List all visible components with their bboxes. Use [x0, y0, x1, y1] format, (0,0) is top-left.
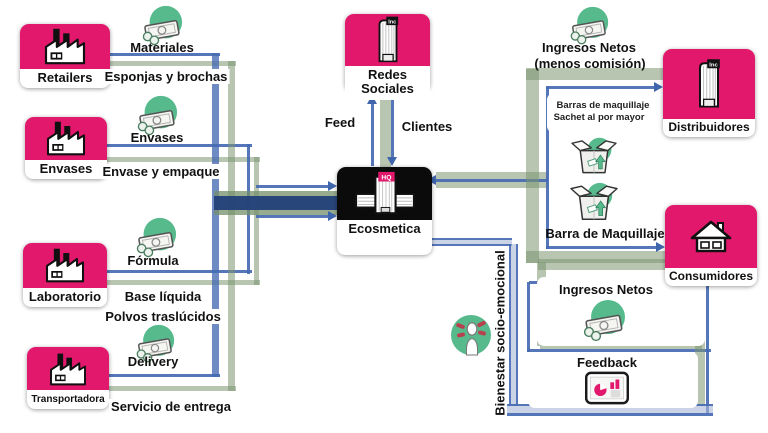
- flow-label-clientes: Clientes: [401, 119, 453, 134]
- line-segment: [228, 61, 235, 391]
- line-segment: [391, 97, 394, 159]
- line-segment: [695, 286, 705, 406]
- line-segment: [509, 244, 511, 406]
- flow-label-ingresos-netos: Ingresos Netos: [559, 282, 653, 297]
- money-icon: [133, 216, 179, 265]
- company-building-icon: Inc: [663, 49, 755, 119]
- node-retailers: Retailers: [20, 24, 110, 88]
- factory-icon: [25, 117, 107, 160]
- line-segment: [106, 386, 236, 391]
- line-segment: [507, 413, 713, 416]
- flow-label-esponjas: Esponjas y brochas: [102, 69, 230, 84]
- svg-text:Inc: Inc: [388, 19, 396, 25]
- node-label: Retailers: [20, 68, 110, 88]
- line-segment: [432, 240, 512, 244]
- flow-label-materiales: Materiales: [130, 40, 194, 55]
- line-segment: [102, 144, 252, 147]
- node-envases: Envases: [25, 117, 107, 179]
- flow-label-feedback: Feedback: [577, 355, 637, 370]
- open-box-icon: [566, 135, 622, 184]
- line-segment: [546, 86, 656, 89]
- line-segment: [546, 87, 549, 249]
- node-label: Transportadora: [27, 390, 109, 409]
- node-label: Laboratorio: [23, 287, 107, 307]
- line-segment: [254, 157, 259, 285]
- flow-label-bienestar: Bienestar socio-emocional: [492, 250, 508, 416]
- flow-label-formula: Fórmula: [127, 253, 179, 268]
- line-segment: [511, 244, 516, 406]
- company-building-icon: Inc: [345, 14, 430, 66]
- line-segment: [546, 246, 658, 249]
- node-redes-sociales: Inc Redes Sociales: [345, 14, 430, 100]
- factory-icon: [20, 24, 110, 69]
- line-segment: [507, 406, 713, 413]
- node-label: Redes Sociales: [345, 66, 430, 100]
- line-segment: [432, 238, 512, 240]
- arrowhead-icon: [387, 157, 397, 166]
- line-segment: [538, 259, 708, 270]
- line-segment: [527, 349, 711, 352]
- flow-label-ingresos-netos-comision: Ingresos Netos: [542, 40, 636, 55]
- svg-text:Inc: Inc: [709, 62, 718, 68]
- arrowhead-icon: [328, 211, 337, 221]
- money-icon: [133, 323, 177, 370]
- node-label: Ecosmetica: [337, 220, 432, 255]
- flow-label-polvos: Polvos traslúcidos: [103, 309, 223, 324]
- callout-panel-barras: [547, 93, 663, 133]
- line-segment: [214, 196, 337, 210]
- line-segment: [526, 68, 664, 80]
- money-icon: [580, 298, 628, 349]
- line-segment: [516, 244, 518, 406]
- line-segment: [436, 179, 548, 182]
- line-segment: [102, 270, 252, 273]
- money-icon: [566, 5, 612, 52]
- line-segment: [432, 244, 512, 246]
- line-segment: [106, 280, 260, 285]
- flow-label-barras: Barras de maquillaje: [556, 100, 650, 111]
- flow-label-servicio: Servicio de entrega: [109, 399, 233, 414]
- flow-label-delivery: Delivery: [127, 354, 179, 369]
- flow-label-envases: Envases: [130, 130, 184, 145]
- flow-label-menos-comision: (menos comisión): [534, 56, 646, 71]
- line-segment: [706, 286, 709, 413]
- line-segment: [527, 282, 530, 352]
- node-consumidores: Consumidores: [665, 205, 757, 286]
- line-segment: [256, 185, 332, 188]
- line-segment: [106, 157, 260, 162]
- open-box-icon: [566, 180, 622, 231]
- flow-label-base-liquida: Base líquida: [122, 289, 204, 304]
- svg-text:HQ: HQ: [381, 174, 391, 181]
- node-transportadora: Transportadora: [27, 347, 109, 409]
- money-icon: [139, 4, 185, 53]
- flow-label-sachet: Sachet al por mayor: [553, 112, 645, 123]
- line-segment: [256, 215, 332, 218]
- person-wellbeing-icon: [448, 313, 494, 364]
- node-label: Envases: [25, 159, 107, 179]
- line-segment: [104, 53, 220, 56]
- flow-label-barra-maquillaje: Barra de Maquillaje: [545, 226, 665, 241]
- line-segment: [212, 53, 219, 377]
- node-label: Distribuidores: [663, 118, 755, 137]
- arrowhead-icon: [328, 181, 337, 191]
- factory-icon: [23, 243, 107, 288]
- feedback-chart-icon: [584, 371, 630, 410]
- node-ecosmetica: HQ Ecosmetica: [337, 167, 432, 255]
- line-segment: [104, 374, 220, 377]
- arrowhead-icon: [654, 82, 663, 92]
- node-laboratorio: Laboratorio: [23, 243, 107, 307]
- line-segment: [106, 61, 236, 66]
- factory-icon: [27, 347, 109, 390]
- arrowhead-icon: [656, 242, 665, 252]
- node-label: Consumidores: [665, 267, 757, 286]
- hq-building-icon: HQ: [337, 167, 432, 220]
- line-segment: [526, 69, 539, 263]
- money-icon: [134, 94, 180, 143]
- flow-label-envase-empaque: Envase y empaque: [100, 164, 222, 179]
- line-segment: [380, 94, 391, 167]
- node-distribuidores: Inc Distribuidores: [663, 49, 755, 137]
- line-segment: [371, 96, 374, 166]
- house-icon: [665, 205, 757, 268]
- flow-label-feed: Feed: [324, 115, 356, 130]
